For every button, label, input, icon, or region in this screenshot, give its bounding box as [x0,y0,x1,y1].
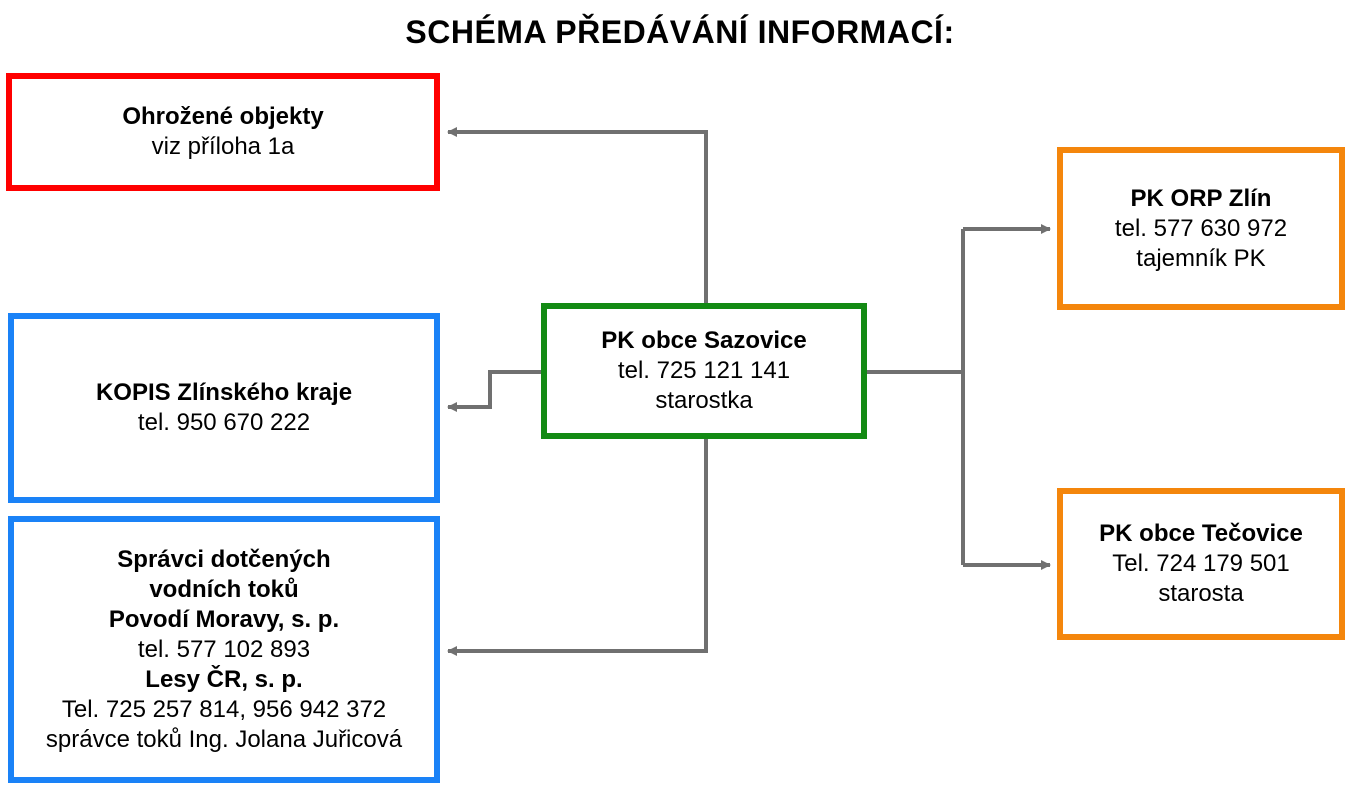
diagram-title: SCHÉMA PŘEDÁVÁNÍ INFORMACÍ: [405,14,955,50]
node-spravci-org2-contact: správce toků Ing. Jolana Juřicová [45,725,403,753]
arrow-to-kopis [447,370,541,412]
node-kopis-title: KOPIS Zlínského kraje [95,379,353,406]
node-ohrozene-objekty-note: viz příloha 1a [151,133,295,160]
node-orp-role: tajemník PK [1136,244,1266,272]
arrow-to-ohrozene-objekty [447,127,708,303]
node-tecovice-title: PK obce Tečovice [1099,520,1303,547]
node-pk-obce-sazovice: PK obce Sazovice tel. 725 121 141 staros… [541,303,867,439]
node-pk-obce-tecovice: PK obce Tečovice Tel. 724 179 501 staros… [1057,488,1345,640]
node-tecovice-role: starosta [1158,580,1244,607]
arrow-to-spravci [447,438,708,656]
node-spravci-org2-phone: Tel. 725 257 814, 956 942 372 [61,695,387,723]
node-spravci-org2: Lesy ČR, s. p. [145,665,303,693]
node-center-phone: tel. 725 121 141 [617,357,791,384]
node-ohrozene-objekty-title: Ohrožené objekty [122,103,324,130]
node-center-role: starostka [655,387,753,414]
node-center-title: PK obce Sazovice [601,327,807,354]
node-kopis-phone: tel. 950 670 222 [137,409,311,436]
node-spravci-vodnich-toku: Správci dotčených vodních toků Povodí Mo… [8,516,440,783]
node-spravci-title-line1: Správci dotčených [117,545,331,573]
node-orp-title: PK ORP Zlín [1130,184,1272,212]
node-kopis: KOPIS Zlínského kraje tel. 950 670 222 [8,313,440,503]
node-spravci-title-line2: vodních toků [149,575,299,603]
node-spravci-org1: Povodí Moravy, s. p. [108,605,340,633]
node-tecovice-phone: Tel. 724 179 501 [1112,550,1290,577]
node-orp-phone: tel. 577 630 972 [1114,214,1288,242]
node-spravci-org1-phone: tel. 577 102 893 [137,635,311,663]
node-ohrozene-objekty: Ohrožené objekty viz příloha 1a [6,73,440,191]
node-pk-orp-zlin: PK ORP Zlín tel. 577 630 972 tajemník PK [1057,147,1345,310]
